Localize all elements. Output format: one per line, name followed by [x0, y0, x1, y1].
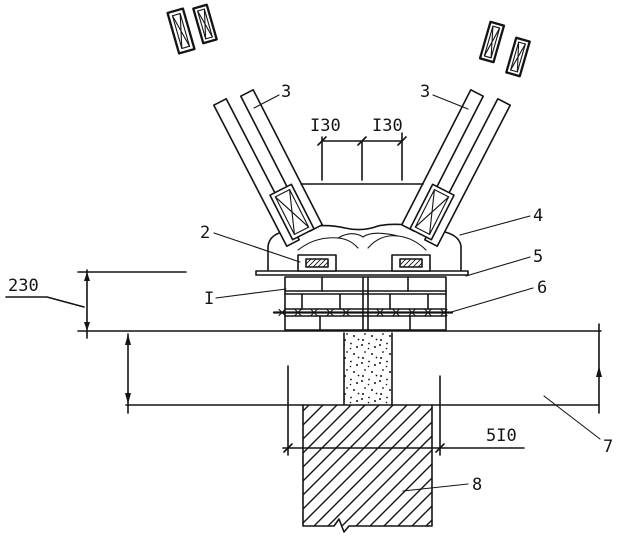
member-joint-box-left: [269, 183, 315, 241]
leader-member-left: [253, 94, 280, 109]
leader-member-right: [432, 94, 469, 110]
dimension-labels: I30 I30 230 5I0: [8, 116, 517, 446]
anchor-block-left: [297, 254, 337, 272]
lower-plate: [272, 308, 454, 317]
part-label-lower-plate: 6: [537, 278, 547, 298]
leader-pier: [402, 483, 469, 492]
section-marker-box: [192, 3, 218, 45]
concrete-column: [343, 332, 393, 405]
dimension-label-spacing-left: I30: [310, 116, 341, 136]
dimension-ticks: [283, 443, 445, 453]
lower-plate-ties: [278, 308, 448, 317]
part-label-upper-plate: 5: [533, 247, 543, 267]
section-marker-box: [478, 20, 506, 64]
pier-outline: [302, 404, 433, 533]
dimension-label-spacing-right: I30: [372, 116, 403, 136]
part-label-pier: 8: [472, 475, 482, 495]
inclined-members-right: [400, 89, 512, 247]
upper-plate: [255, 270, 469, 276]
part-label-slab: 7: [603, 437, 613, 457]
dimension-extension-lines: [287, 365, 441, 456]
pier: [302, 404, 433, 533]
section-marker-box: [505, 36, 531, 78]
dimension-label-pier-width: 5I0: [486, 426, 517, 446]
concrete-fill: [344, 332, 392, 405]
upper-plate-bar: [255, 270, 469, 276]
pier-hatching: [303, 405, 432, 526]
part-label-anchor: 2: [200, 223, 210, 243]
leader-slab: [543, 395, 601, 440]
part-labels: 3 3 2 4 5 I 6 7 8: [200, 82, 613, 495]
dimension-height-left: [5, 269, 187, 339]
anchor-block-right: [391, 254, 431, 272]
section-marker-box: [166, 7, 196, 55]
cap-concrete-surface: [297, 232, 427, 251]
dimension-leader: [5, 296, 85, 308]
section-marker-top-right: [478, 20, 531, 78]
inclined-members-left: [213, 89, 324, 247]
brick-outline: [284, 276, 447, 331]
dimension-label-height-left: 230: [8, 276, 39, 296]
part-label-member-left: 3: [281, 82, 291, 102]
leader-upper-plate: [465, 256, 531, 277]
part-label-member-right: 3: [420, 82, 430, 102]
brick-bed-joints: [284, 290, 447, 317]
brick-center-gap: [362, 276, 369, 331]
dimension-spacing-top: [317, 132, 407, 181]
member-joint-box-right: [409, 183, 455, 241]
section-marker-top-left: [166, 3, 218, 55]
leader-lower-plate: [447, 287, 534, 314]
concrete-column-edges: [343, 332, 393, 405]
part-label-cap: 4: [533, 206, 543, 226]
leader-cap: [459, 215, 531, 236]
leader-brick: [215, 288, 287, 299]
part-label-brick: I: [204, 289, 214, 309]
leader-lines: [213, 94, 601, 492]
leader-anchor: [213, 232, 301, 263]
anchor-blocks: [297, 254, 431, 272]
dimension-ticks: [317, 136, 407, 146]
dimension-pier-width: [282, 365, 525, 456]
brick-head-joints: [301, 276, 429, 331]
brick-courses: [284, 276, 447, 331]
